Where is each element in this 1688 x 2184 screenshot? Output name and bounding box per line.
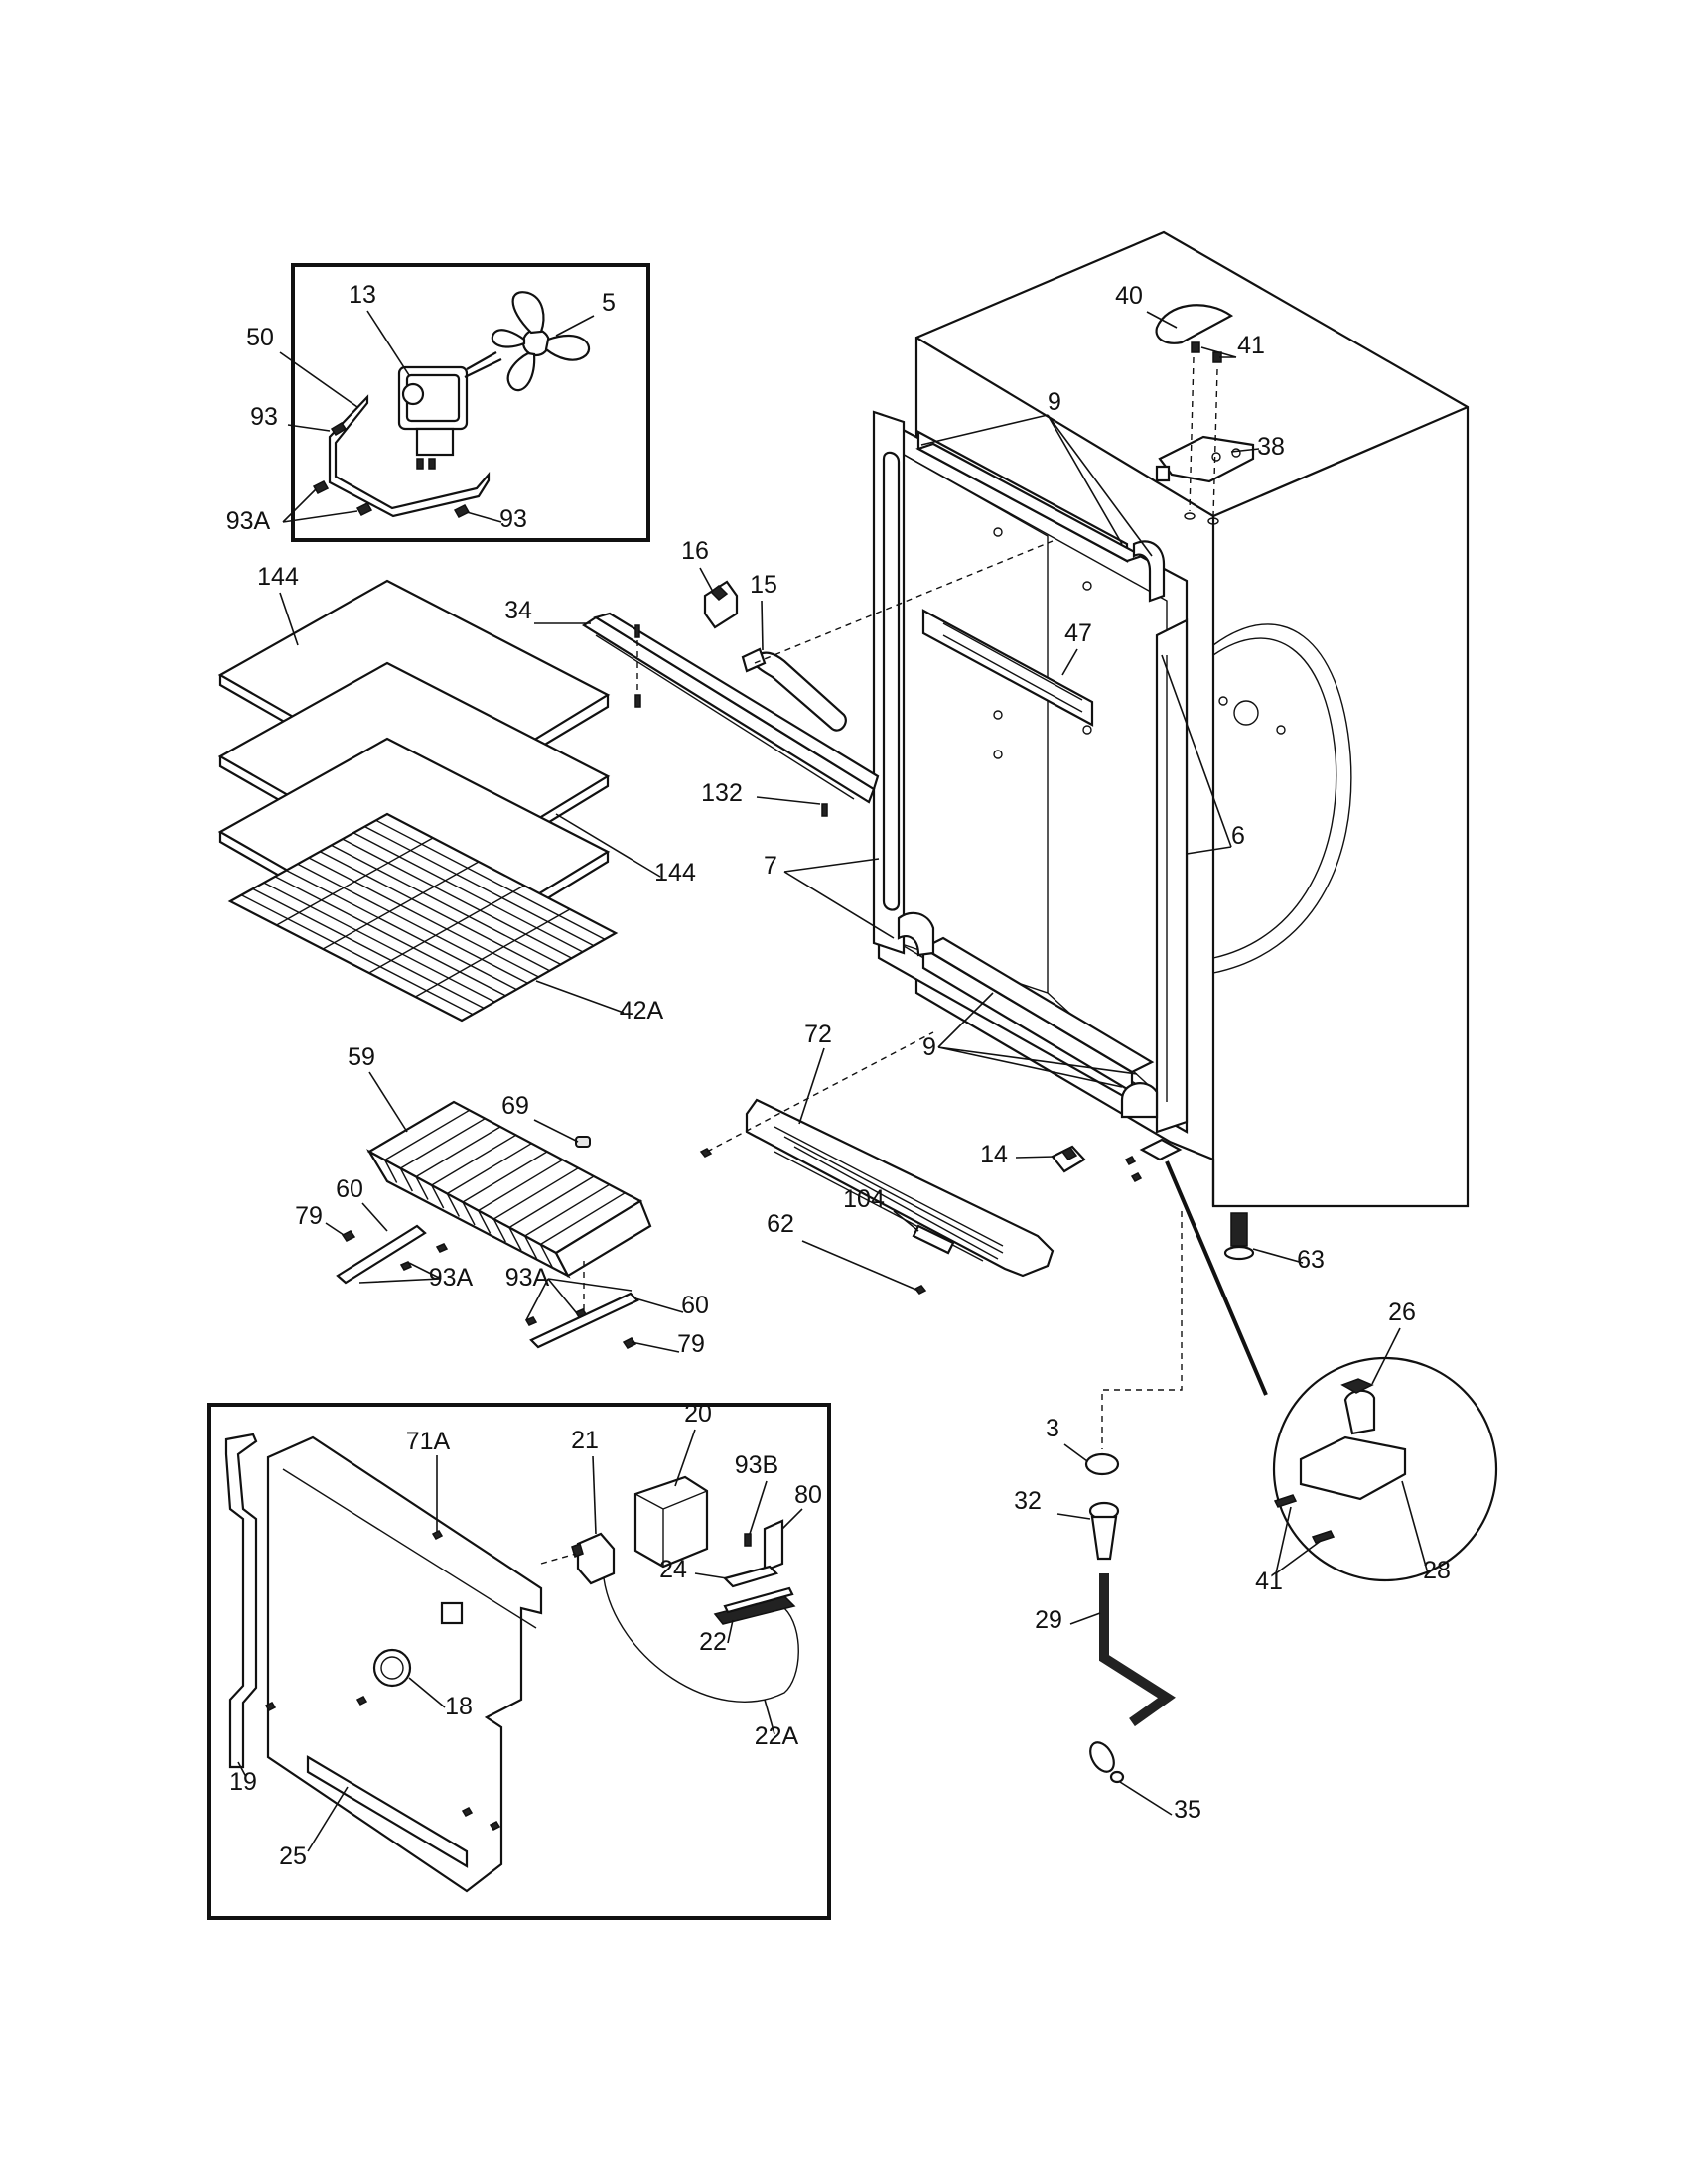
callout-6: 6 [1231,822,1245,850]
wire-shelf [227,812,619,1023]
callout-3: 3 [1046,1415,1059,1442]
kickplate [699,1031,1055,1295]
callout-50: 50 [246,324,274,351]
callout-22a: 22A [755,1722,799,1750]
callout-59: 59 [348,1043,375,1071]
callout-22: 22 [699,1628,727,1656]
callout-72: 72 [804,1021,832,1048]
hinge-detail-circle [1272,1356,1498,1582]
callout-144: 144 [257,563,299,591]
callout-42a: 42A [620,997,664,1024]
light-switch [1051,1145,1086,1173]
callout-35: 35 [1174,1796,1201,1824]
callout-132: 132 [701,779,743,807]
callout-19: 19 [229,1768,257,1796]
light-assembly [581,540,1054,817]
callout-60: 60 [681,1292,709,1319]
callout-29: 29 [1035,1606,1062,1634]
hinge-assembly [1155,304,1255,525]
callout-93: 93 [250,403,278,431]
callout-79: 79 [677,1330,705,1358]
basket-supports [336,1224,639,1349]
callout-25: 25 [279,1843,307,1870]
fan-motor-inset-frame [291,263,650,542]
fan-motor-assembly [312,291,591,518]
callout-40: 40 [1115,282,1143,310]
callout-26: 26 [1388,1298,1416,1326]
rear-panel-assembly [224,1433,799,1893]
callout-21: 21 [571,1427,599,1454]
callout-60: 60 [336,1175,363,1203]
callout-16: 16 [681,537,709,565]
callout-5: 5 [602,289,616,317]
callout-104: 104 [843,1185,885,1213]
callout-71a: 71A [406,1428,451,1455]
callout-144: 144 [654,859,696,887]
callout-93a: 93A [505,1264,550,1292]
callout-18: 18 [445,1693,473,1720]
callout-41: 41 [1255,1568,1283,1595]
callout-9: 9 [1048,388,1061,416]
callout-80: 80 [794,1481,822,1509]
basket [365,1100,652,1279]
callout-62: 62 [767,1210,794,1238]
callout-93b: 93B [735,1451,778,1479]
callout-63: 63 [1297,1246,1325,1274]
callout-93a: 93A [429,1264,474,1292]
rear-panel-inset-frame [207,1403,831,1920]
callout-15: 15 [750,571,777,599]
callout-9: 9 [922,1033,936,1061]
callout-28: 28 [1423,1557,1451,1584]
freezer-cabinet [872,230,1470,1261]
callout-41: 41 [1237,332,1265,359]
callout-69: 69 [501,1092,529,1120]
drain-assembly [1084,1138,1268,1784]
callout-20: 20 [684,1400,712,1428]
callout-34: 34 [504,597,532,624]
callout-38: 38 [1257,433,1285,461]
callout-14: 14 [980,1141,1008,1168]
callout-93: 93 [499,505,527,533]
callout-24: 24 [659,1556,687,1583]
leader-lines [237,310,1429,1852]
callout-93a: 93A [226,507,271,535]
callout-7: 7 [764,852,777,880]
callout-79: 79 [295,1202,323,1230]
callout-32: 32 [1014,1487,1042,1515]
callout-13: 13 [349,281,376,309]
callout-47: 47 [1064,619,1092,647]
